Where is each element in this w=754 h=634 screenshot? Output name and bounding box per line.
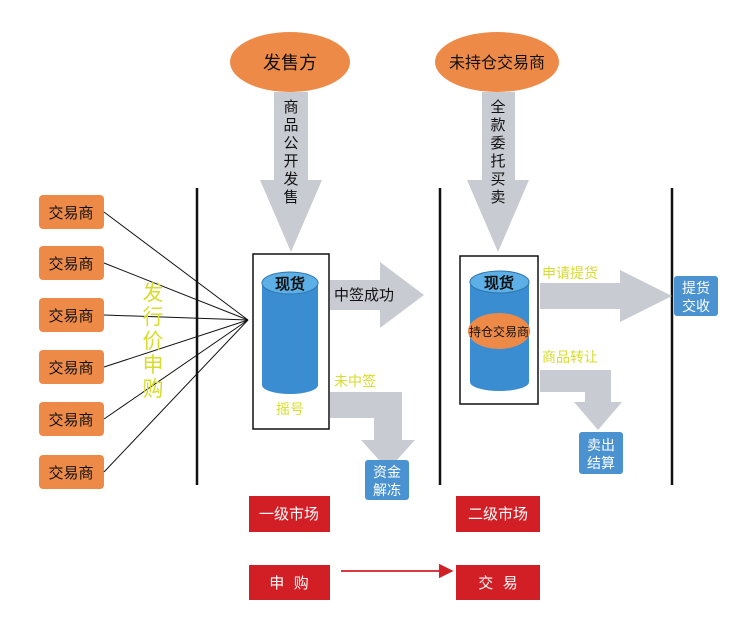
trader-box <box>39 455 104 489</box>
public-offering-text: 商 品 公 开 发 售 <box>283 98 298 206</box>
svg-text:价: 价 <box>143 329 164 353</box>
trader-box <box>39 402 104 436</box>
delivery-settle-label: 提货 <box>682 280 710 297</box>
holder-trader-label: 持仓交易商 <box>469 324 529 339</box>
trader-label: 交易商 <box>48 204 93 222</box>
trader-list: 交易商 交易商 交易商 交易商 交易商 交易商 <box>39 195 104 489</box>
non-holder-trader-label: 未持仓交易商 <box>449 53 545 72</box>
delivery-settle-label: 交收 <box>682 298 710 315</box>
svg-text:委: 委 <box>490 134 505 152</box>
svg-text:全: 全 <box>490 98 505 116</box>
non-holder-trader-oval <box>435 32 559 92</box>
trader-box <box>39 195 104 229</box>
trader-label: 交易商 <box>48 307 93 325</box>
issuer-oval <box>230 32 350 92</box>
svg-text:发: 发 <box>283 170 298 188</box>
full-entrust-text: 全 款 委 托 买 卖 <box>490 98 505 206</box>
svg-text:购: 购 <box>143 377 164 401</box>
lost-lot-arrow <box>330 392 415 470</box>
primary-spot-label: 现货 <box>275 275 305 293</box>
subscribe-label: 申 购 <box>269 574 309 592</box>
primary-market-box <box>249 496 330 532</box>
trader-label: 交易商 <box>48 464 93 482</box>
primary-market-label: 一级市场 <box>259 505 319 523</box>
trade-label: 交 易 <box>478 574 518 592</box>
sell-settle-box <box>579 432 623 474</box>
trader-box <box>39 246 104 280</box>
lost-lot-label: 未中签 <box>334 373 376 390</box>
subscription-lines <box>103 211 249 473</box>
svg-text:卖: 卖 <box>490 188 505 206</box>
secondary-spot-label: 现货 <box>484 274 514 292</box>
funds-unfreeze-box <box>365 460 409 500</box>
transfer-label: 商品转让 <box>542 350 598 366</box>
issue-price-subscription-text: 发 行 价 申 购 <box>143 281 164 401</box>
secondary-market-label: 二级市场 <box>468 505 528 523</box>
svg-text:开: 开 <box>283 152 298 170</box>
won-lot-arrow <box>330 262 424 328</box>
apply-delivery-arrow <box>540 270 672 322</box>
delivery-settle-box <box>674 276 718 316</box>
lottery-label: 摇号 <box>276 402 304 418</box>
won-lot-label: 中签成功 <box>334 286 394 304</box>
trader-label: 交易商 <box>48 411 93 429</box>
holder-trader-oval <box>468 313 530 349</box>
sell-settle-label: 卖出 <box>587 438 615 454</box>
svg-text:售: 售 <box>283 188 298 206</box>
trader-label: 交易商 <box>48 255 93 273</box>
svg-text:行: 行 <box>143 305 164 329</box>
sell-settle-label: 结算 <box>587 456 615 472</box>
trade-box <box>456 565 540 600</box>
svg-text:公: 公 <box>283 134 298 152</box>
trader-box <box>39 298 104 332</box>
funds-unfreeze-label: 资金 <box>373 465 401 481</box>
svg-text:发: 发 <box>143 281 164 305</box>
svg-text:品: 品 <box>283 116 298 134</box>
svg-text:商: 商 <box>283 98 298 116</box>
funds-unfreeze-label: 解冻 <box>373 482 401 499</box>
trader-box <box>39 350 104 384</box>
svg-text:买: 买 <box>490 170 505 188</box>
public-offering-arrow <box>260 92 322 252</box>
secondary-market-box <box>456 496 540 532</box>
primary-spot-cylinder <box>261 271 319 394</box>
svg-text:申: 申 <box>143 353 164 377</box>
svg-text:款: 款 <box>490 116 505 134</box>
transfer-arrow <box>540 370 622 430</box>
full-entrust-arrow <box>467 92 529 252</box>
subscribe-box <box>249 565 330 600</box>
trader-label: 交易商 <box>48 359 93 377</box>
apply-delivery-label: 申请提货 <box>542 265 598 282</box>
svg-text:托: 托 <box>490 152 505 170</box>
issuer-label: 发售方 <box>263 53 317 74</box>
